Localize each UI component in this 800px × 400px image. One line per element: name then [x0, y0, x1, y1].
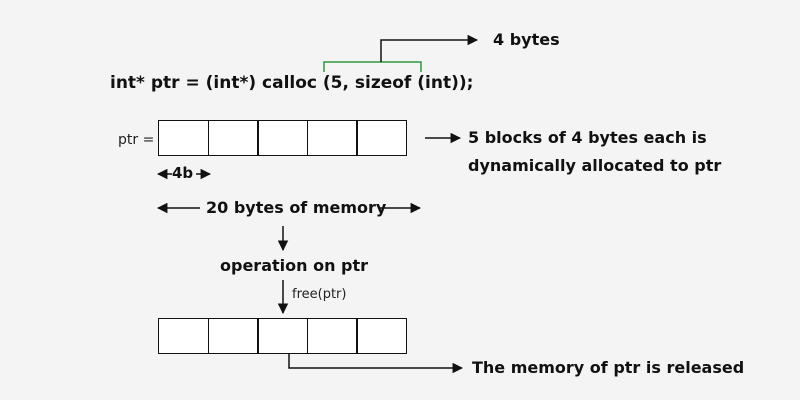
memory-block: [207, 318, 259, 354]
memory-block: [207, 120, 259, 156]
memory-block: [356, 120, 407, 156]
free-call-label: free(ptr): [292, 287, 347, 302]
total-size-label: 20 bytes of memory: [206, 198, 387, 217]
memory-block: [306, 318, 358, 354]
memory-block: [257, 120, 308, 156]
ptr-label: ptr =: [118, 132, 155, 148]
sizeof-bracket: [323, 61, 422, 72]
memory-block: [257, 318, 308, 354]
allocation-description-line1: 5 blocks of 4 bytes each is: [468, 128, 707, 147]
sizeof-to-4bytes-arrow: [380, 34, 479, 62]
release-label: The memory of ptr is released: [472, 358, 745, 377]
block-size-label: 4b: [172, 164, 194, 182]
memory-block: [356, 318, 407, 354]
allocation-description-line2: dynamically allocated to ptr: [468, 156, 722, 175]
release-arrow: [288, 354, 464, 374]
memory-block: [306, 120, 358, 156]
memory-block: [158, 318, 209, 354]
freed-memory-blocks: [158, 318, 407, 354]
operation-label: operation on ptr: [220, 256, 369, 275]
allocated-memory-blocks: [158, 120, 407, 156]
calloc-code-line: int* ptr = (int*) calloc (5, sizeof (int…: [110, 73, 474, 93]
four-bytes-label: 4 bytes: [493, 30, 560, 49]
memory-block: [158, 120, 209, 156]
